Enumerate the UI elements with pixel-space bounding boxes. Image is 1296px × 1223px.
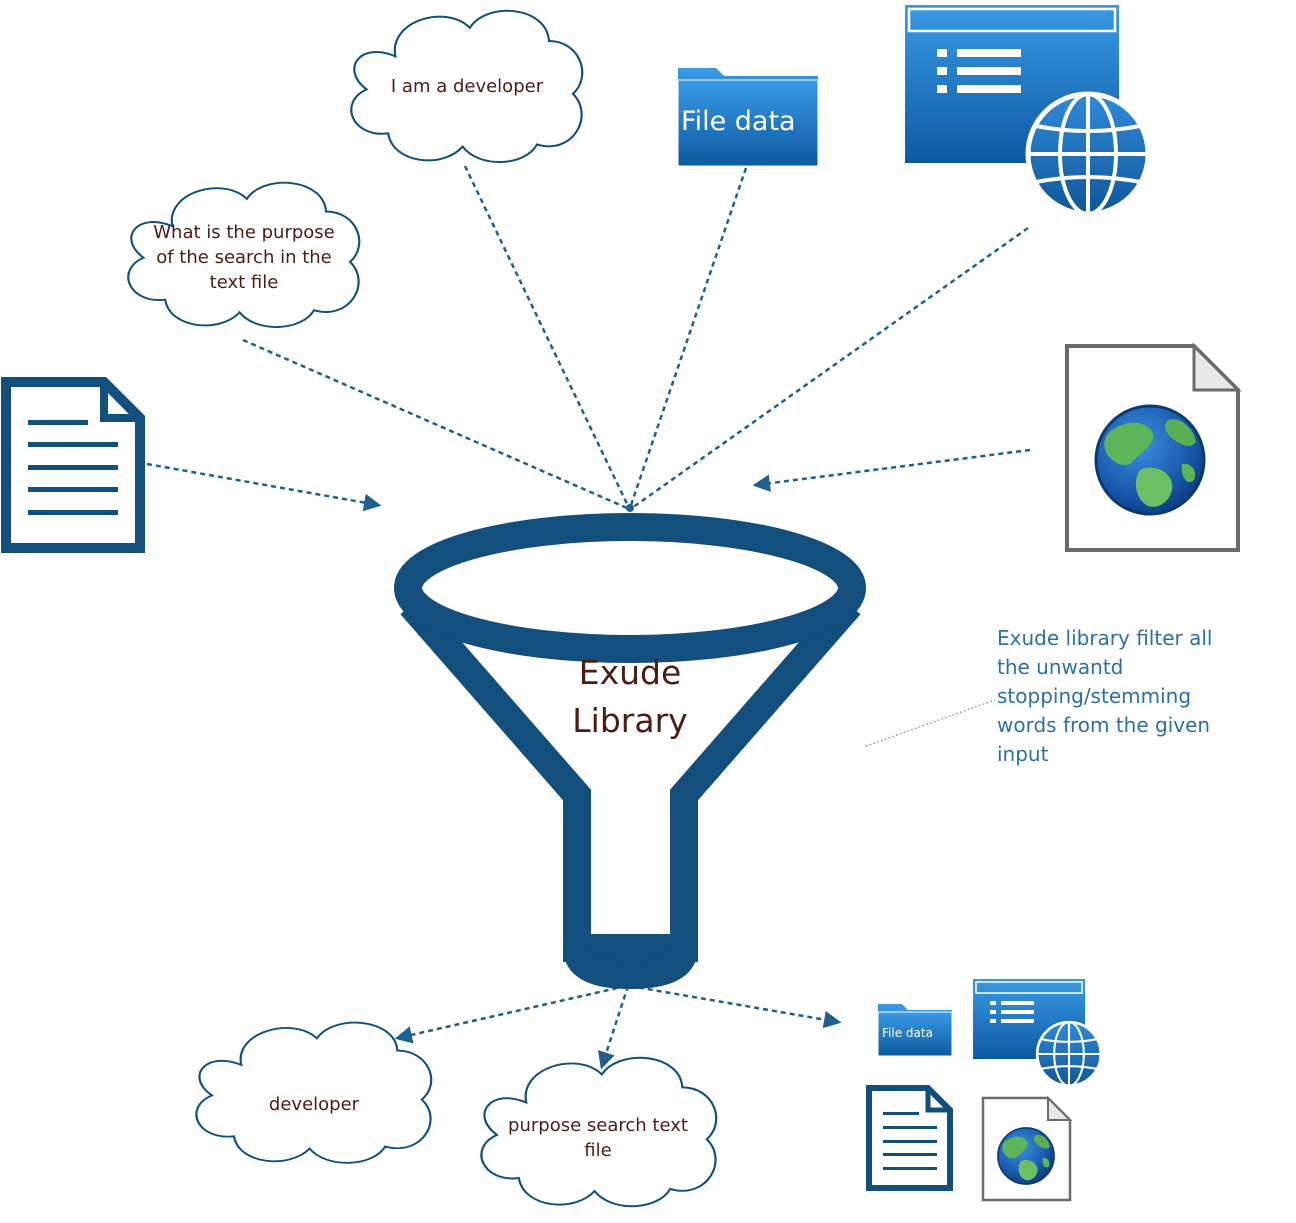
output-arrow-purpose: [598, 985, 630, 1070]
question-cloud-line3: text file: [210, 272, 279, 293]
output-purpose-cloud: purpose search text file: [480, 1056, 718, 1208]
input-connectors: [146, 165, 1031, 512]
web-page-globe-icon: [905, 5, 1148, 214]
connector-developer-cloud: [463, 165, 631, 509]
output-developer-cloud: developer: [195, 1021, 433, 1164]
folder-label: File data: [681, 106, 796, 137]
note-pointer-line: [865, 699, 996, 747]
connector-question-cloud: [242, 338, 628, 510]
output-folder-label: File data: [882, 1026, 933, 1040]
note-line5: input: [997, 742, 1049, 766]
developer-cloud-text: I am a developer: [391, 76, 544, 97]
funnel-input-point: [626, 504, 634, 512]
note-line4: words from the given: [997, 713, 1211, 737]
output-arrow-icons: [629, 984, 842, 1029]
question-cloud-line2: of the search in the: [156, 247, 332, 268]
output-developer-cloud-text: developer: [269, 1094, 360, 1115]
output-arrow-developer: [394, 984, 627, 1044]
connector-file-data: [628, 167, 748, 509]
connector-web-page: [631, 226, 1029, 510]
question-cloud-line1: What is the purpose: [153, 222, 335, 243]
question-cloud: What is the purpose of the search in the…: [127, 181, 361, 329]
funnel-shape: [394, 513, 866, 990]
connector-globe-file-arrow: [752, 448, 1031, 492]
document-icon: [1, 377, 145, 553]
output-globe-file-icon: [981, 1095, 1073, 1202]
globe-file-icon: [1065, 342, 1242, 552]
output-web-page-globe-icon: [973, 979, 1103, 1088]
developer-cloud: I am a developer: [350, 9, 584, 164]
filter-description-note: Exude library filter all the unwantd sto…: [997, 624, 1237, 769]
output-purpose-cloud-line1: purpose search text: [508, 1115, 688, 1136]
note-line3: stopping/stemming: [997, 684, 1192, 708]
funnel-title-line1: Exude: [579, 653, 682, 692]
output-connectors: [394, 984, 842, 1070]
note-line1: Exude library filter all: [997, 626, 1213, 650]
output-document-icon: [866, 1085, 953, 1191]
output-purpose-cloud-line2: file: [584, 1140, 611, 1161]
funnel-title-line2: Library: [572, 701, 687, 740]
note-line2: the unwantd: [997, 655, 1124, 679]
output-folder-icon: File data: [877, 1004, 953, 1057]
connector-document-arrow: [146, 462, 382, 512]
folder-icon: File data: [677, 68, 819, 167]
